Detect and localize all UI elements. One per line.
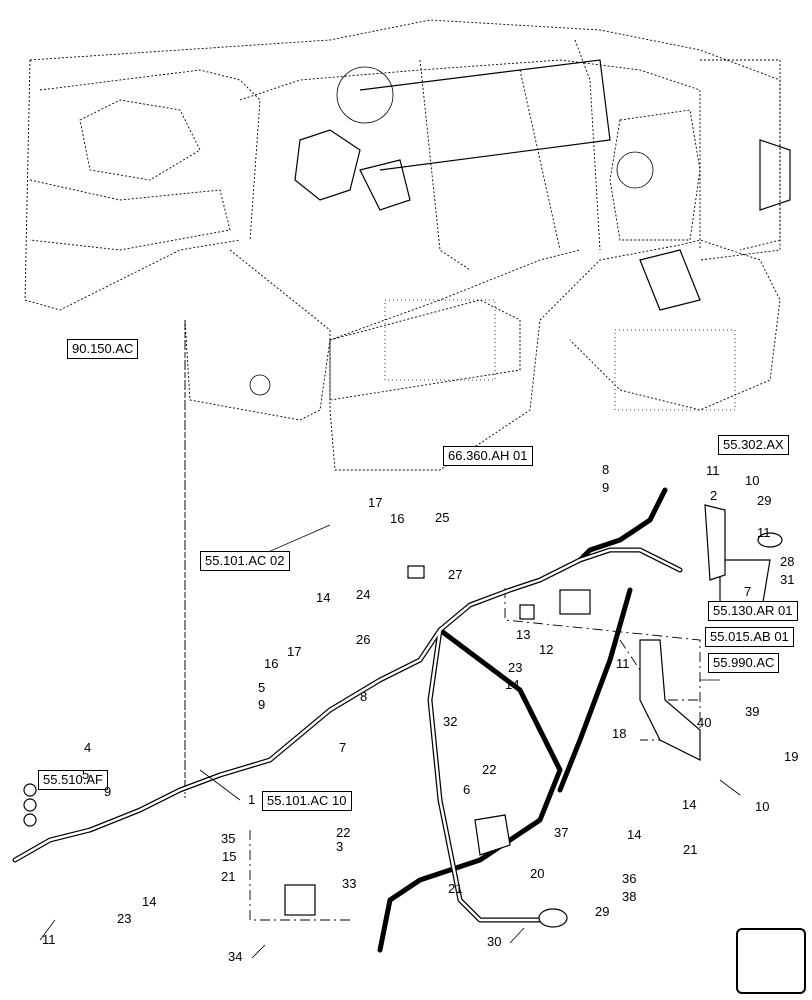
callout-number: 27 [448,567,463,582]
callout-number: 37 [554,825,569,840]
reference-box[interactable]: 55.990.AC [708,653,780,673]
callout-number: 11 [616,656,630,671]
callout-number: 18 [612,726,627,741]
callout-number: 14 [142,894,157,909]
callout-number: 4 [84,740,92,755]
harness-connectors [23,504,783,928]
callout-number: 22 [482,762,497,777]
callout-number: 15 [222,849,237,864]
callout-number: 14 [505,677,520,692]
callout-number: 30 [487,934,502,949]
callout-number: 5 [258,680,266,695]
callout-number: 11 [706,463,720,478]
reference-box[interactable]: 90.150.AC [67,339,139,359]
callout-number: 11 [42,932,56,947]
callout-number: 8 [602,462,610,477]
callout-number: 31 [780,572,795,587]
callout-number: 7 [744,584,752,599]
callout-number: 11 [757,525,771,540]
callout-number: 19 [784,749,799,764]
callout-number: 5 [82,767,90,782]
callout-number: 21 [448,881,463,896]
callout-number: 38 [622,889,637,904]
main-wire-harness-inner [13,548,682,922]
callout-number: 34 [228,949,243,964]
reference-box[interactable]: 55.510.AF [38,770,108,790]
callout-number: 24 [356,587,371,602]
callout-number: 25 [435,510,450,525]
callout-number: 2 [710,488,718,503]
callout-number: 20 [530,866,545,881]
callout-number: 32 [443,714,458,729]
callout-number: 14 [682,797,697,812]
machine-frame-outline [24,19,781,800]
callout-number: 23 [508,660,523,675]
next-page-arrow-icon[interactable] [736,928,806,994]
callout-number: 12 [539,642,554,657]
callout-number: 10 [745,473,760,488]
callout-number: 29 [595,904,610,919]
callout-number: 23 [117,911,132,926]
callout-number: 17 [287,644,302,659]
callout-number: 40 [697,715,712,730]
callout-number: 13 [516,627,531,642]
callout-number: 28 [780,554,795,569]
callout-number: 14 [627,827,642,842]
callout-number: 14 [316,590,331,605]
reference-box[interactable]: 55.302.AX [718,435,789,455]
callout-number: 17 [368,495,383,510]
reference-box[interactable]: 55.101.AC 10 [262,791,352,811]
callout-number: 7 [339,740,347,755]
callout-number: 1 [248,792,256,807]
main-engine-components [294,59,791,311]
callout-number: 33 [342,876,357,891]
callout-number: 21 [683,842,698,857]
callout-number: 8 [360,689,368,704]
callout-number: 35 [221,831,236,846]
reference-box[interactable]: 55.015.AB 01 [705,627,794,647]
callout-number: 6 [463,782,471,797]
callout-number: 10 [755,799,770,814]
callout-number: 3 [336,839,344,854]
callout-number: 9 [258,697,266,712]
callout-number: 36 [622,871,637,886]
callout-number: 16 [390,511,405,526]
callout-number: 22 [336,825,351,840]
reference-box[interactable]: 55.130.AR 01 [708,601,798,621]
callout-number: 9 [104,784,112,799]
callout-number: 16 [264,656,279,671]
callout-number: 29 [757,493,772,508]
callout-number: 9 [602,480,610,495]
reference-box[interactable]: 66.360.AH 01 [443,446,533,466]
reference-box[interactable]: 55.101.AC 02 [200,551,290,571]
callout-number: 26 [356,632,371,647]
mesh-panels [249,66,736,411]
callout-number: 21 [221,869,236,884]
callout-number: 39 [745,704,760,719]
